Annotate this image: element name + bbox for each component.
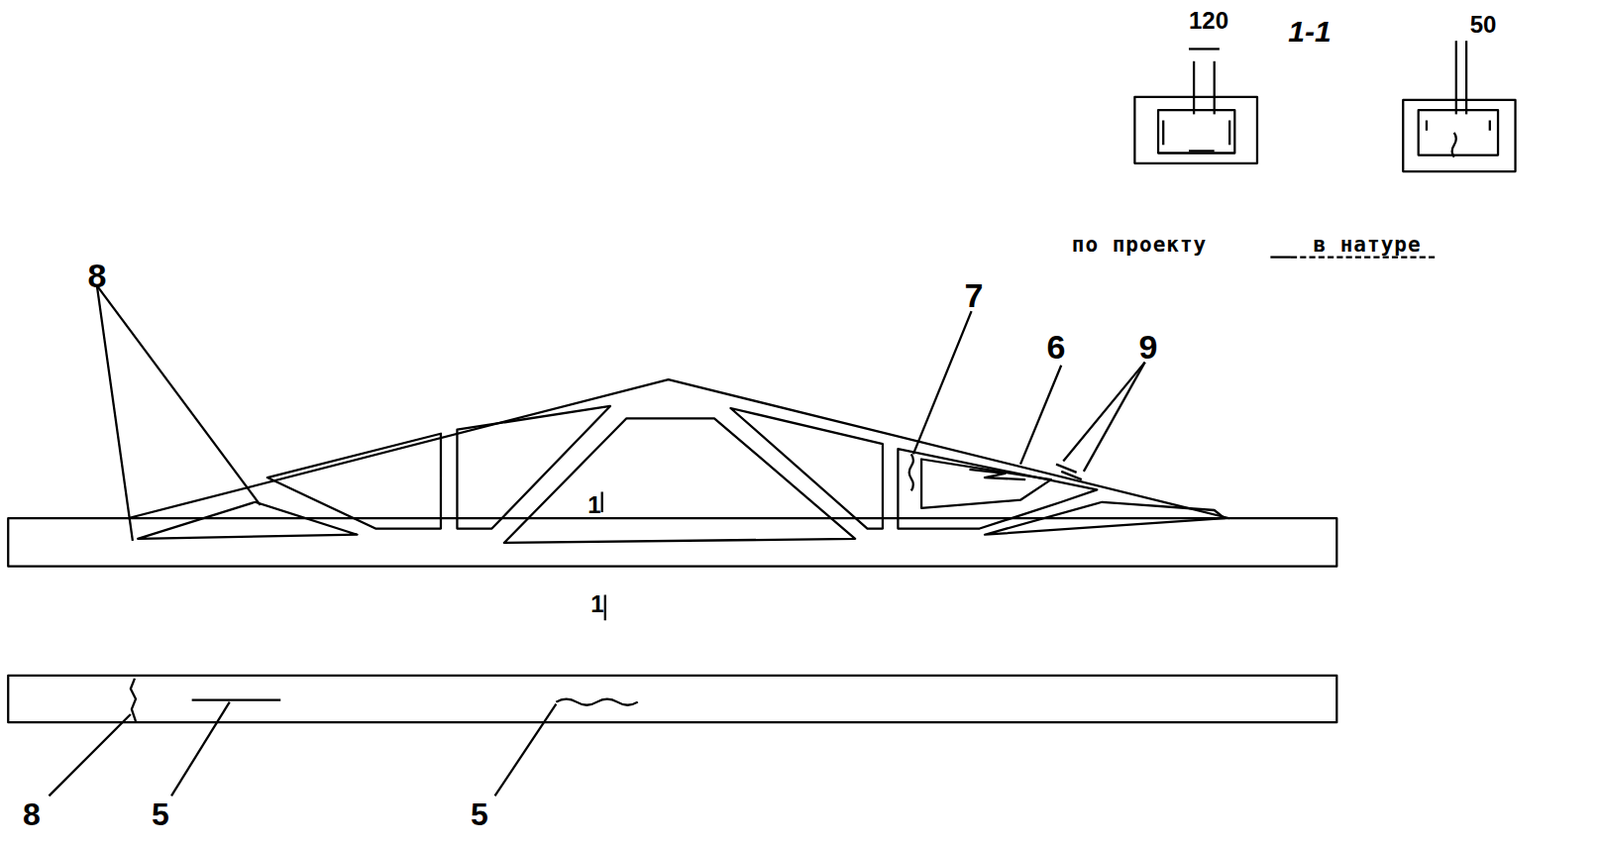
leader-line (495, 704, 557, 797)
crack (969, 469, 1027, 480)
leader-line (1020, 365, 1062, 465)
rebar-cage (1158, 109, 1235, 153)
leader-line (48, 714, 130, 796)
leader-line (1083, 362, 1146, 472)
callout-number: 9 (1139, 329, 1159, 364)
panel-opening (456, 406, 611, 530)
crack (555, 699, 638, 706)
leader-line (171, 702, 230, 797)
dimension-line (1188, 47, 1220, 50)
leader-line (97, 285, 261, 505)
panel-opening (897, 448, 1097, 529)
section-mark-label: 1 (590, 592, 604, 617)
dimension-line (1465, 40, 1468, 114)
section-note: по проекту (1071, 234, 1207, 256)
section-mark (604, 594, 607, 621)
section-mark (601, 491, 604, 513)
bottom-chord-view (7, 675, 1337, 723)
section-title: 1-1 (1287, 16, 1331, 47)
panel-opening (267, 433, 441, 530)
crack (1056, 464, 1082, 480)
rebar-cage (1418, 109, 1498, 155)
panel-opening (504, 418, 855, 543)
panel-opening (921, 459, 1052, 509)
underline (1290, 255, 1437, 258)
dimension-value: 120 (1188, 8, 1229, 33)
panel-opening (730, 408, 882, 530)
panel-opening (137, 502, 357, 539)
callout-number: 8 (22, 798, 41, 831)
crack (192, 698, 282, 701)
section-mark-label: 1 (587, 493, 601, 518)
underline (1270, 255, 1291, 258)
top-chord (127, 379, 1230, 519)
crack (130, 678, 136, 722)
dimension-line (1455, 40, 1458, 114)
callout-number: 5 (151, 798, 170, 831)
callout-number: 5 (470, 798, 489, 831)
rebar (1426, 120, 1491, 158)
leader-line (1063, 362, 1145, 462)
callout-number: 8 (88, 258, 107, 293)
dimension-line (1192, 61, 1195, 115)
panel-opening (984, 502, 1225, 535)
section-outline (1402, 100, 1515, 172)
crack (909, 453, 914, 491)
callout-number: 6 (1047, 329, 1067, 364)
dimension-line (1213, 61, 1216, 115)
dimension-value: 50 (1470, 12, 1497, 37)
leader-line (913, 311, 972, 454)
section-note: в натуре (1312, 234, 1421, 256)
callout-number: 7 (964, 278, 984, 313)
section-outline (1134, 97, 1258, 164)
leader-line (97, 285, 133, 540)
rebar (1163, 120, 1230, 152)
bottom-chord (7, 518, 1337, 566)
